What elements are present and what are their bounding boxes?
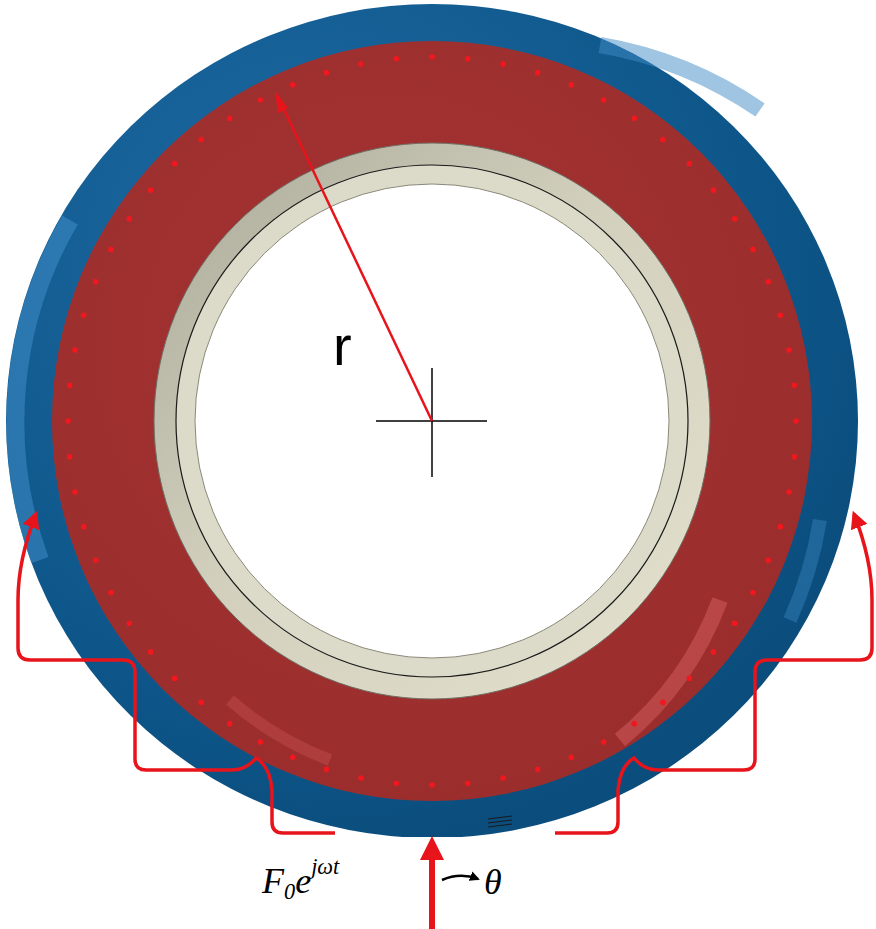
measurement-dot bbox=[258, 739, 264, 745]
measurement-points bbox=[65, 54, 799, 788]
measurement-dot bbox=[148, 187, 154, 193]
measurement-dot bbox=[127, 216, 133, 222]
angle-label: θ bbox=[484, 864, 502, 900]
measurement-dot bbox=[429, 54, 435, 60]
rotation-arrow bbox=[442, 876, 478, 880]
formula-part: 0 bbox=[284, 879, 295, 904]
contact-marks bbox=[488, 816, 512, 827]
formula-part: jωt bbox=[311, 854, 339, 879]
formula-part: F bbox=[262, 861, 284, 901]
measurement-dot bbox=[81, 524, 87, 530]
force-arrow bbox=[420, 836, 444, 929]
formula-part: e bbox=[295, 861, 311, 901]
measurement-dot bbox=[660, 137, 666, 143]
measurement-dot bbox=[791, 383, 797, 389]
radius-label: r bbox=[333, 318, 352, 374]
force-label: F0ejωt bbox=[262, 856, 339, 903]
measurement-dot bbox=[765, 279, 771, 285]
measurement-dot bbox=[732, 620, 738, 626]
measurement-dot bbox=[290, 754, 296, 760]
measurement-dot bbox=[81, 313, 87, 319]
measurement-dot bbox=[687, 676, 693, 682]
measurement-dot bbox=[500, 775, 506, 781]
wave-path bbox=[18, 514, 872, 833]
measurement-dot bbox=[290, 82, 296, 88]
measurement-dot bbox=[660, 700, 666, 706]
measurement-dot bbox=[358, 775, 364, 781]
measurement-dot bbox=[65, 418, 71, 424]
measurement-dot bbox=[172, 161, 178, 167]
measurement-dot bbox=[765, 557, 771, 563]
measurement-dot bbox=[93, 279, 99, 285]
radius-arrow bbox=[275, 91, 432, 421]
measurement-dot bbox=[601, 97, 607, 103]
tyre-tread bbox=[6, 4, 858, 837]
measurement-dot bbox=[732, 216, 738, 222]
measurement-dot bbox=[258, 97, 264, 103]
measurement-dot bbox=[568, 82, 574, 88]
measurement-dot bbox=[324, 767, 330, 773]
measurement-dot bbox=[198, 137, 204, 143]
measurement-dot bbox=[358, 61, 364, 67]
measurement-dot bbox=[172, 676, 178, 682]
measurement-dot bbox=[227, 116, 233, 122]
measurement-dot bbox=[786, 347, 792, 353]
measurement-dot bbox=[778, 313, 784, 319]
measurement-dot bbox=[687, 161, 693, 167]
measurement-dot bbox=[67, 383, 73, 389]
measurement-dot bbox=[786, 489, 792, 495]
measurement-dot bbox=[93, 557, 99, 563]
measurement-dot bbox=[535, 70, 541, 76]
measurement-dot bbox=[500, 61, 506, 67]
measurement-dot bbox=[198, 700, 204, 706]
measurement-dot bbox=[394, 56, 400, 62]
measurement-dot bbox=[601, 739, 607, 745]
measurement-dot bbox=[429, 782, 435, 788]
measurement-dot bbox=[791, 454, 797, 460]
measurement-dot bbox=[227, 721, 233, 727]
measurement-dot bbox=[793, 418, 799, 424]
measurement-dot bbox=[711, 187, 717, 193]
tyre-sidewall bbox=[52, 41, 812, 801]
measurement-dot bbox=[750, 590, 756, 596]
measurement-dot bbox=[108, 590, 114, 596]
measurement-dot bbox=[778, 524, 784, 530]
measurement-dot bbox=[465, 56, 471, 62]
measurement-dot bbox=[67, 454, 73, 460]
measurement-dot bbox=[72, 347, 78, 353]
measurement-dot bbox=[108, 247, 114, 253]
measurement-dot bbox=[148, 649, 154, 655]
measurement-dot bbox=[324, 70, 330, 76]
measurement-dot bbox=[127, 620, 133, 626]
measurement-dot bbox=[72, 489, 78, 495]
measurement-dot bbox=[568, 754, 574, 760]
measurement-dot bbox=[711, 649, 717, 655]
measurement-dot bbox=[535, 767, 541, 773]
measurement-dot bbox=[631, 116, 637, 122]
measurement-dot bbox=[394, 780, 400, 786]
measurement-dot bbox=[465, 780, 471, 786]
centre-cross bbox=[376, 368, 487, 477]
measurement-dot bbox=[631, 721, 637, 727]
measurement-dot bbox=[750, 247, 756, 253]
